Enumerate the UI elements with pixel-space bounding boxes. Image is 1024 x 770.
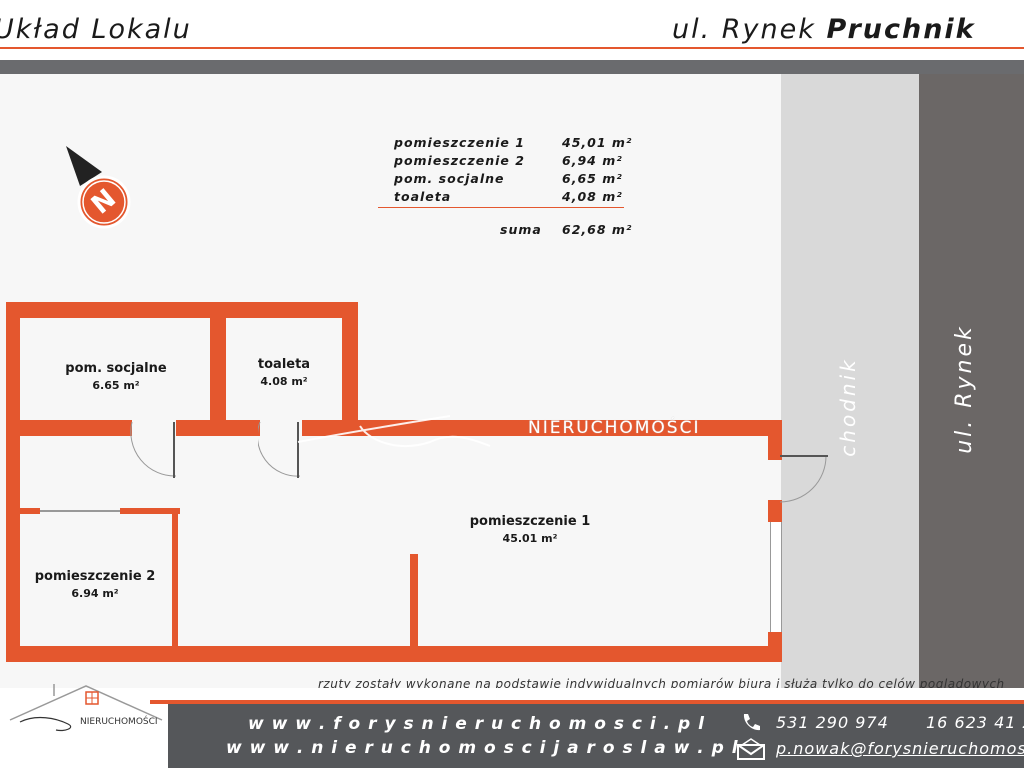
address-town: Pruchnik bbox=[826, 14, 976, 45]
sliding-door bbox=[40, 510, 120, 512]
street-label: ul. Rynek bbox=[952, 324, 977, 454]
legend-value: 6,94 m² bbox=[562, 153, 623, 168]
legend-sum-value: 62,68 m² bbox=[562, 222, 633, 237]
room-pomieszczenie-1: pomieszczenie 1 45.01 m² bbox=[418, 513, 642, 547]
sidewalk-label: chodnik bbox=[836, 357, 860, 457]
wall bbox=[768, 420, 782, 460]
door-swing-icon bbox=[779, 455, 828, 503]
room-name: pomieszczenie 1 bbox=[469, 514, 591, 529]
logo-name: NIERUCHOMOŚCI bbox=[80, 717, 158, 727]
footer-logo: NIERUCHOMOŚCI bbox=[6, 680, 166, 766]
header: Układ Lokalu ul. Rynek Pruchnik bbox=[0, 0, 1024, 60]
sidewalk-strip: chodnik bbox=[781, 74, 919, 688]
room-pomieszczenie-2: pomieszczenie 2 6.94 m² bbox=[20, 568, 170, 602]
legend-value: 45,01 m² bbox=[562, 135, 633, 150]
room-area: 6.65 m² bbox=[92, 379, 140, 392]
legend-row: pom. socjalne 6,65 m² bbox=[394, 171, 622, 186]
legend-row: toaleta 4,08 m² bbox=[394, 189, 622, 204]
room-socjalne: pom. socjalne 6.65 m² bbox=[22, 360, 210, 394]
website-link-2[interactable]: w w w . n i e r u c h o m o s c i j a r … bbox=[226, 738, 739, 758]
room-name: toaleta bbox=[257, 357, 311, 372]
phone-number-1[interactable]: 531 290 974 bbox=[776, 713, 889, 732]
wall bbox=[342, 420, 782, 436]
door-swing-icon bbox=[130, 421, 177, 478]
room-area: 45.01 m² bbox=[502, 532, 558, 545]
wall bbox=[176, 420, 260, 436]
legend-row: pomieszczenie 1 45,01 m² bbox=[394, 135, 631, 150]
street-strip: ul. Rynek bbox=[919, 74, 1024, 688]
watermark: NIERUCHOMOŚCI bbox=[290, 402, 750, 462]
wall bbox=[768, 500, 782, 522]
website-link-1[interactable]: w w w . f o r y s n i e r u c h o m o s … bbox=[248, 714, 705, 734]
door-swing-icon bbox=[258, 421, 301, 478]
disclaimer: rzuty zostały wykonane na podstawie indy… bbox=[318, 677, 1005, 691]
wall bbox=[120, 508, 180, 514]
phone-icon bbox=[740, 712, 762, 732]
address-prefix: ul. Rynek bbox=[672, 14, 816, 45]
north-arrow-icon bbox=[66, 146, 131, 229]
legend-label: pomieszczenie 2 bbox=[394, 153, 525, 168]
legend-label: toaleta bbox=[394, 189, 452, 204]
phone-number-2[interactable]: 16 623 41 2 bbox=[926, 713, 1024, 732]
wall bbox=[410, 554, 418, 648]
wall bbox=[6, 646, 782, 662]
room-area: 4.08 m² bbox=[260, 375, 308, 388]
wall bbox=[6, 302, 20, 662]
legend-value: 6,65 m² bbox=[562, 171, 623, 186]
legend-divider bbox=[378, 207, 624, 208]
window bbox=[770, 522, 782, 632]
watermark-signature-icon bbox=[297, 415, 491, 447]
legend-label: pomieszczenie 1 bbox=[394, 135, 525, 150]
wall bbox=[172, 508, 178, 648]
room-name: pomieszczenie 2 bbox=[34, 569, 156, 584]
wall bbox=[6, 420, 132, 436]
footer-bar bbox=[168, 704, 1024, 768]
page-title: Układ Lokalu bbox=[0, 14, 192, 45]
wall bbox=[342, 302, 358, 436]
top-bar bbox=[0, 60, 1024, 74]
wall bbox=[20, 508, 40, 514]
room-toaleta: toaleta 4.08 m² bbox=[226, 356, 342, 390]
footer-accent-stripe bbox=[150, 700, 1024, 704]
wall bbox=[210, 302, 226, 436]
house-logo-icon bbox=[9, 684, 163, 732]
room-name: pom. socjalne bbox=[65, 361, 167, 376]
legend-sum-label: suma bbox=[500, 222, 542, 237]
legend-value: 4,08 m² bbox=[562, 189, 623, 204]
room-area: 6.94 m² bbox=[71, 587, 119, 600]
title-underline-right bbox=[330, 47, 1024, 49]
title-underline-left bbox=[0, 47, 330, 49]
address-title: ul. Rynek Pruchnik bbox=[672, 14, 976, 45]
watermark-text: NIERUCHOMOŚCI bbox=[528, 418, 701, 438]
wall bbox=[6, 302, 358, 318]
legend-label: pom. socjalne bbox=[394, 171, 505, 186]
compass: N bbox=[62, 140, 142, 240]
legend-row: pomieszczenie 2 6,94 m² bbox=[394, 153, 622, 168]
email-icon bbox=[736, 738, 766, 760]
